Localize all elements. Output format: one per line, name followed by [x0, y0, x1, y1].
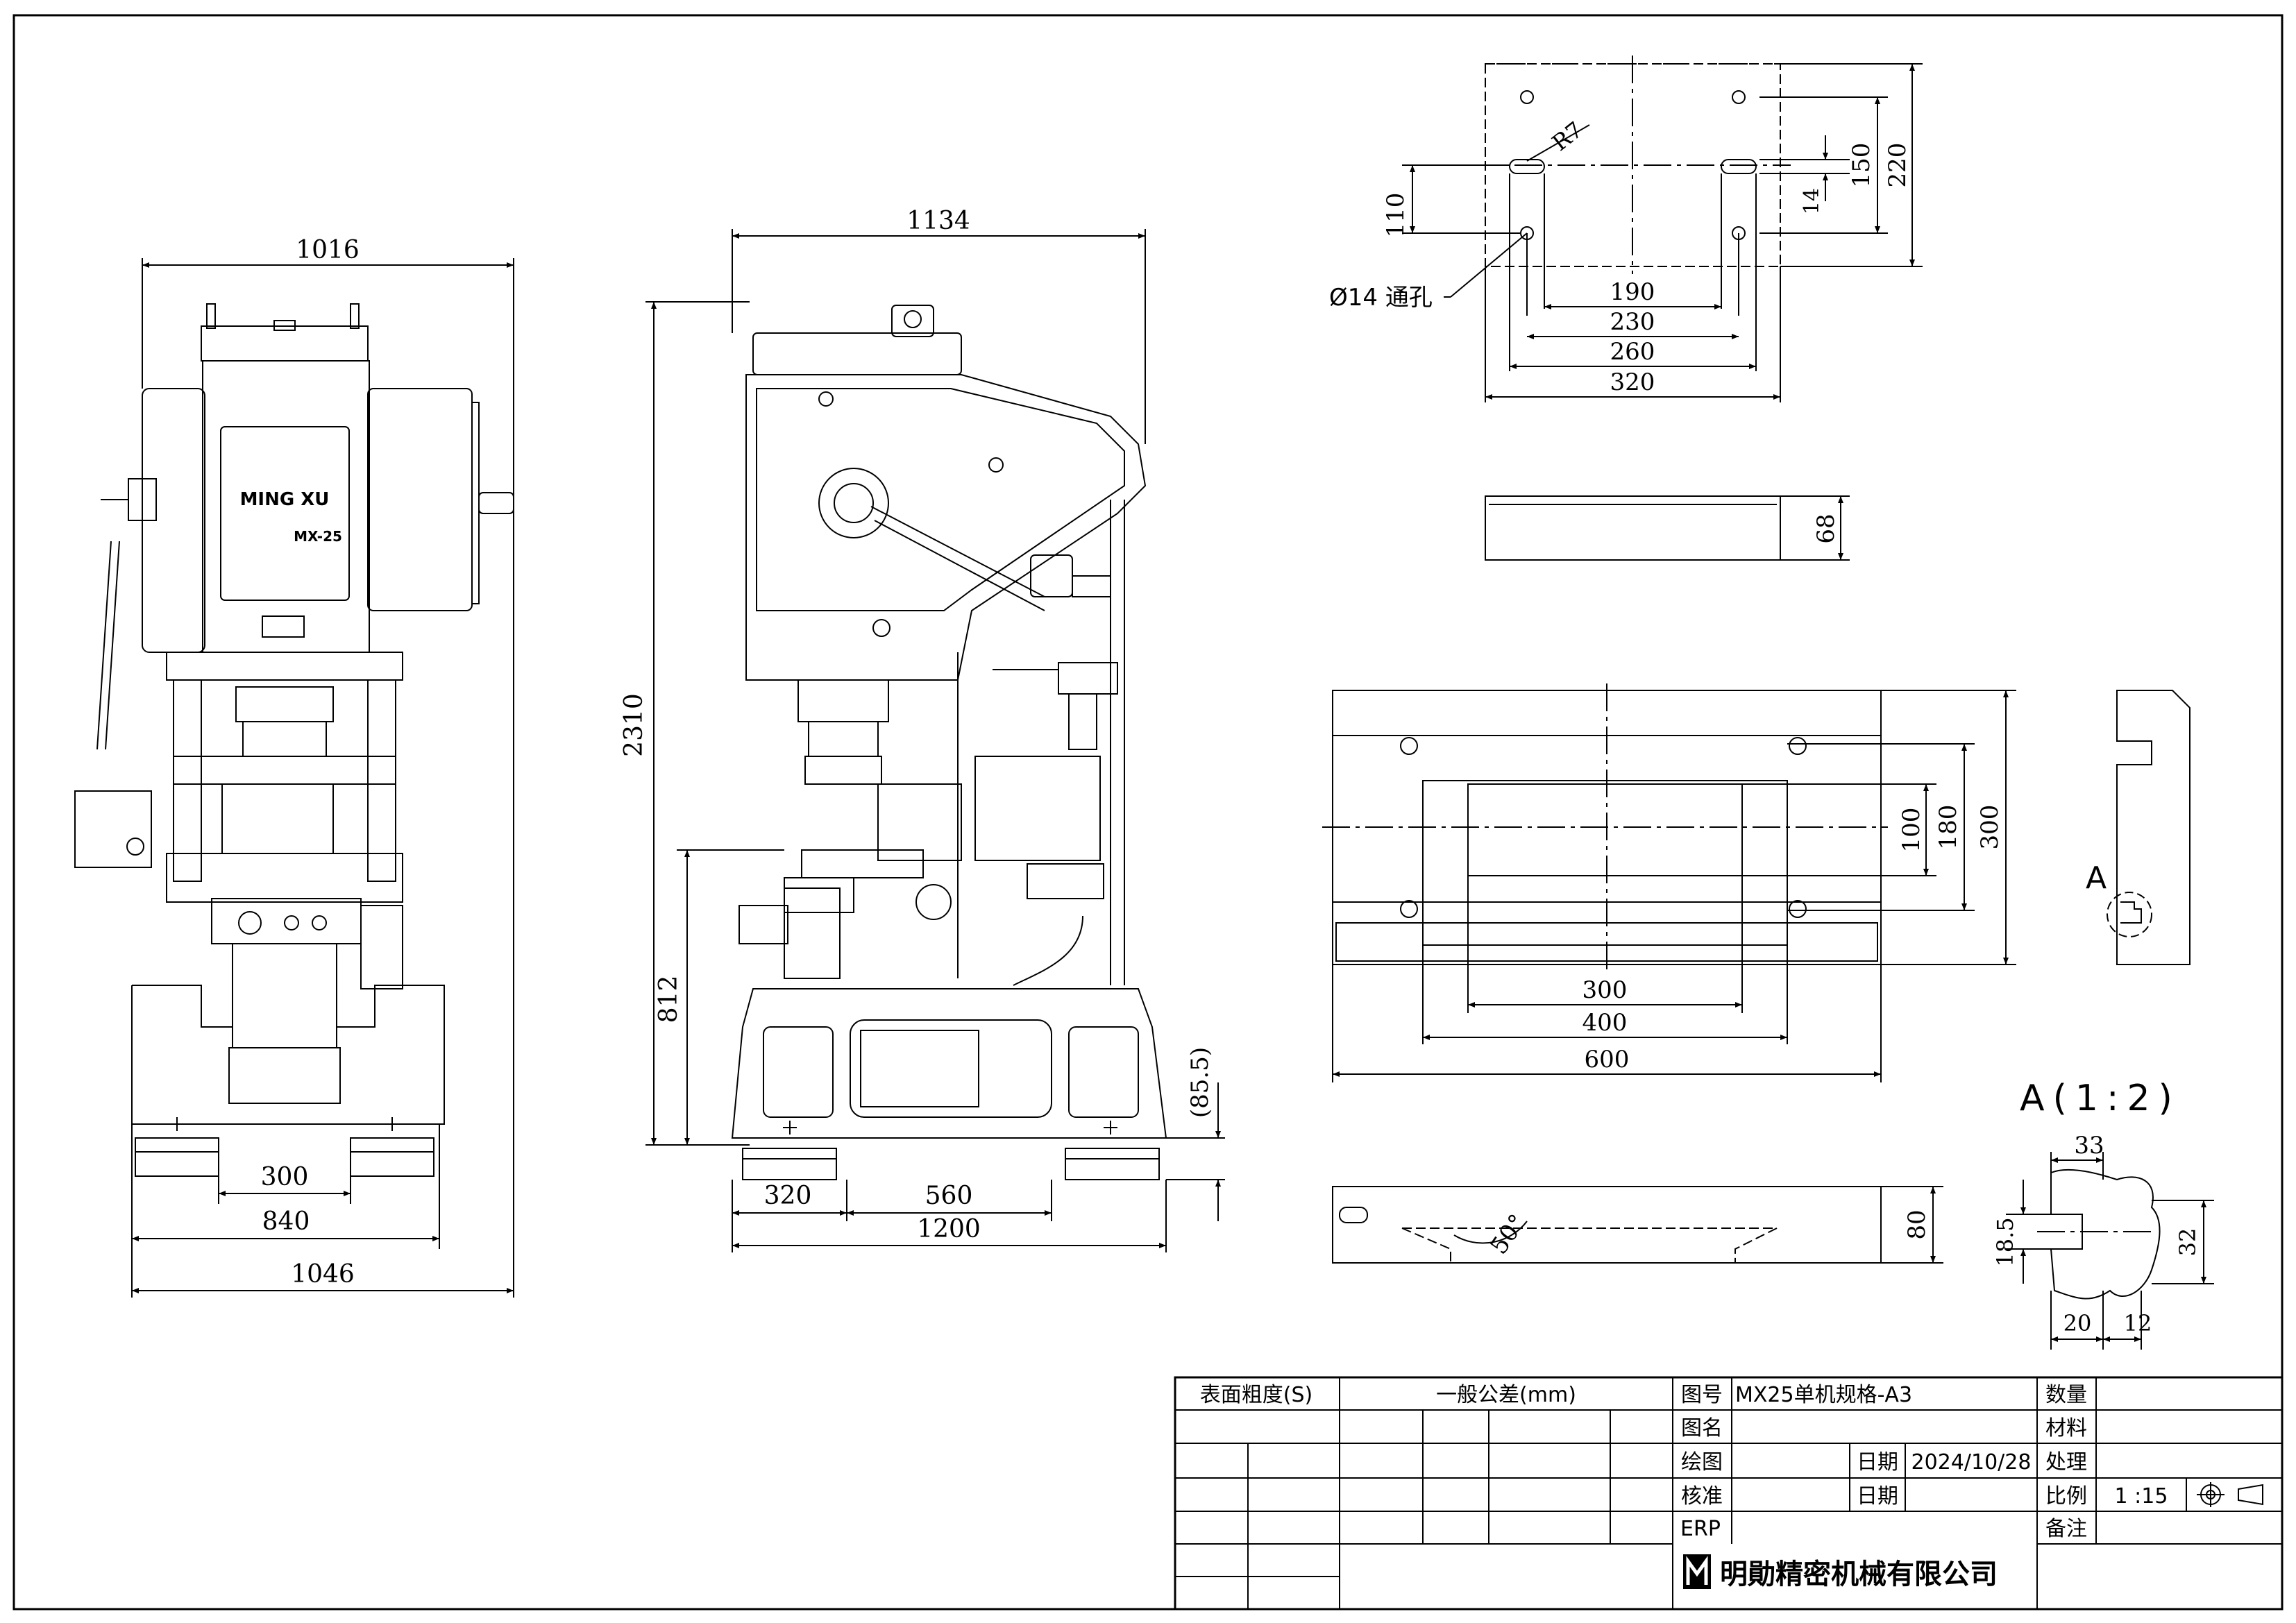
tb-material-label: 材料: [2045, 1416, 2087, 1441]
dim-front-1016: 1016: [296, 236, 360, 264]
dim-bolster-300v: 300: [1976, 805, 2004, 850]
bolster-plan-view: 100 180 300 300 400 600: [1322, 683, 2016, 1082]
dim-detail-20: 20: [2063, 1310, 2092, 1336]
side-view: 1134 2310 812: [620, 207, 1225, 1252]
dim-front-1046: 1046: [291, 1260, 355, 1289]
dim-bolster-600: 600: [1585, 1046, 1630, 1073]
dim-slide-110: 110: [1382, 193, 1410, 238]
tb-drawn-label: 绘图: [1681, 1450, 1723, 1475]
company-logo-icon: [1683, 1554, 1711, 1589]
dim-bolster-180: 180: [1934, 805, 1962, 850]
dim-slide-r7: R7: [1547, 117, 1587, 156]
slide-plan-view: 220 150 14 110 R7 Ø14 通孔 190 230 260 32: [1329, 56, 1923, 402]
tb-qty-label: 数量: [2045, 1383, 2087, 1407]
tb-drawing-no: MX25单机规格-A3: [1735, 1383, 1912, 1407]
slide-side-view: 68: [1485, 495, 1850, 561]
dim-front-300: 300: [261, 1163, 309, 1191]
front-model-text: MX-25: [294, 528, 342, 545]
tb-check-label: 核准: [1681, 1484, 1723, 1509]
tb-tolerance-label: 一般公差(mm): [1436, 1383, 1576, 1407]
dim-slide-230: 230: [1610, 308, 1655, 336]
tb-date-value: 2024/10/28: [1911, 1450, 2032, 1475]
dim-detail-32: 32: [2175, 1228, 2201, 1257]
title-block: 表面粗度(S) 一般公差(mm) 图号 MX25单机规格-A3 数量 图名 材料…: [1174, 1376, 2284, 1611]
dim-bolster-80: 80: [1903, 1209, 1931, 1239]
dim-slide-68: 68: [1812, 513, 1840, 543]
dim-slide-hole: Ø14 通孔: [1329, 284, 1433, 312]
dim-slide-14: 14: [1800, 188, 1824, 214]
tb-company-name: 明勛精密机械有限公司: [1720, 1558, 1998, 1590]
dim-side-85-5: (85.5): [1186, 1047, 1214, 1118]
projection-symbol-icon: [2197, 1482, 2263, 1507]
dim-bolster-300h: 300: [1582, 976, 1628, 1004]
dim-slide-260: 260: [1610, 338, 1655, 366]
detail-a-view: A(1:2) 33 18.5 32 20 12: [1992, 1078, 2214, 1350]
front-view: 1016 MING XU MX-25: [74, 236, 514, 1298]
dim-bolster-100: 100: [1898, 808, 1925, 853]
tb-remark-label: 备注: [2045, 1517, 2087, 1541]
front-brand-text: MING XU: [240, 489, 330, 510]
dim-side-1200: 1200: [917, 1215, 981, 1243]
bolster-front-view: 50° 80: [1332, 1186, 1943, 1264]
bolster-section-label: A: [2086, 860, 2107, 896]
bolster-section-view: A: [2086, 690, 2191, 965]
tb-name-label: 图名: [1681, 1416, 1723, 1441]
tb-date-label-2: 日期: [1857, 1484, 1898, 1509]
tb-scale-label: 比例: [2045, 1484, 2087, 1509]
tb-date-label: 日期: [1857, 1450, 1898, 1475]
dim-side-812: 812: [655, 976, 683, 1023]
dim-detail-33: 33: [2074, 1132, 2104, 1159]
tb-drawing-no-label: 图号: [1681, 1383, 1723, 1407]
dim-side-1134: 1134: [906, 207, 970, 235]
dim-bolster-400: 400: [1582, 1009, 1628, 1037]
dim-side-2310: 2310: [620, 693, 648, 757]
tb-scale-value: 1 :15: [2115, 1484, 2168, 1509]
tb-erp-label: ERP: [1680, 1517, 1721, 1541]
dim-slide-220: 220: [1884, 143, 1911, 188]
dim-detail-12: 12: [2124, 1310, 2152, 1336]
dim-slide-150: 150: [1848, 143, 1875, 188]
dim-bolster-50deg: 50°: [1485, 1209, 1532, 1259]
tb-surface-label: 表面粗度(S): [1200, 1383, 1312, 1407]
tb-process-label: 处理: [2045, 1450, 2087, 1475]
detail-a-title: A(1:2): [2020, 1078, 2181, 1119]
dim-slide-320: 320: [1610, 368, 1655, 396]
sheet-border: [12, 14, 2284, 1611]
dim-side-320: 320: [764, 1182, 812, 1210]
dim-detail-18-5: 18.5: [1992, 1217, 2018, 1266]
dim-front-840: 840: [262, 1207, 310, 1236]
dim-side-560: 560: [925, 1182, 973, 1210]
dim-slide-190: 190: [1610, 278, 1655, 306]
